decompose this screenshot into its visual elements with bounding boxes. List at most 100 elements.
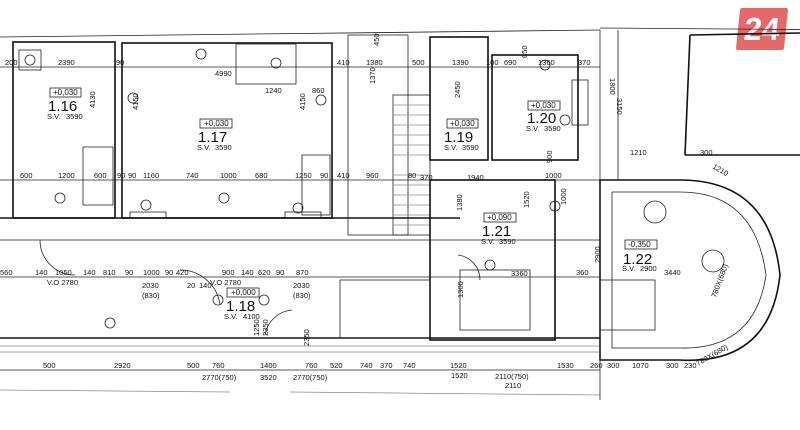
dimension-label: 90 [276,268,284,277]
dimension-label: 960 [366,171,379,180]
room-sv-label: S.V. [47,112,60,121]
dimension-label: 2770(750) [202,373,237,382]
dimension-label: 3150 [615,98,624,115]
room-1-19: +0,030 1.19 S.V. 3590 [444,118,479,152]
dimension-label: 1800 [608,78,617,95]
dimension-label: 1250 [295,171,312,180]
dimension-label: 1160 [143,171,159,180]
room-sv: 4100 [243,312,260,321]
room-sv-label: S.V. [197,143,210,152]
dimension-label: 420 [176,268,189,277]
dimension-label: 2900 [593,246,602,263]
dimension-label: 680 [255,171,268,180]
dimension-label: 4150 [298,93,307,110]
room-level: +0,090 [487,213,512,222]
dimension-label: 20 [187,281,195,290]
dimension-label: 1370 [368,67,377,84]
dimension-label: 1530 [557,361,574,370]
dimension-label: 1000 [545,171,562,180]
dimension-label: 2390 [58,58,75,67]
dimension-label: 370 [380,361,393,370]
room-number: 1.21 [482,223,511,240]
dimension-label: (830) [142,291,160,300]
dimension-label: 2350 [302,329,311,346]
dimension-label: 2110(750) [495,372,529,381]
room-sv: 3590 [544,124,561,133]
room-number: 1.20 [527,110,556,127]
room-level: +0,030 [204,119,229,128]
room-sv: 2900 [640,264,657,273]
dimension-label: 1000 [220,171,237,180]
dimension-label: 600 [94,171,107,180]
dimension-label: 90 [128,171,136,180]
room-1-22: -0,350 1.22 S.V. 2900 [622,239,658,273]
dimension-label: 1380 [455,194,464,211]
room-number: 1.16 [48,98,77,115]
dimension-label: 2770(750) [293,373,328,382]
dimension-label: 370 [578,58,591,67]
room-1-20: +0,030 1.20 S.V. 3590 [526,100,561,133]
dimension-label: 90 [116,58,124,67]
dimension-label: 1520 [522,191,531,208]
dimension-label: 2350 [261,319,270,336]
dimension-label: 1070 [632,361,649,370]
dimension-label: 1050 [55,268,72,277]
room-number: 1.22 [623,251,652,268]
dimension-label: 1940 [467,173,484,182]
room-sv: 3590 [66,112,83,121]
dimension-label: 620 [258,268,271,277]
dimension-label: 500 [187,361,200,370]
dimension-label: 780X(680) [709,262,730,298]
walls [0,27,800,400]
dimension-label: 740 [186,171,199,180]
dimension-label: 860 [312,86,325,95]
room-level: +0,000 [231,288,256,297]
dimension-label: 140 [35,268,48,277]
room-level: +0,030 [531,101,556,110]
dimension-label: 450 [372,33,381,46]
dimension-label: 300 [666,361,679,370]
room-1-18: +0,000 1.18 S.V. 4100 [224,287,260,321]
dimension-label: 2920 [114,361,131,370]
room-number: 1.18 [226,298,255,315]
dimension-label: 2450 [453,81,462,98]
room-sv-label: S.V. [481,237,494,246]
dimension-label: 4990 [215,69,232,78]
dimension-label: 1240 [265,86,282,95]
dimension-label: 1210 [630,148,647,157]
dimension-label: 1380 [366,58,383,67]
dimension-label: 410 [337,171,350,180]
dimension-label: 520 [330,361,343,370]
room-1-16: +0,030 1.16 S.V. 3590 [47,87,83,121]
room-1-21: +0,090 1.21 S.V. 3590 [481,212,517,246]
dimension-label: 810 [103,268,116,277]
dimension-label: 100 [486,58,499,67]
room-number: 1.17 [198,129,227,146]
dimension-label: 1000 [559,188,568,205]
dimension-label: 300 [607,361,620,370]
room-sv: 3590 [215,143,232,152]
dimension-label: 1390 [452,58,469,67]
dimension-label: 90 [165,268,173,277]
dimension-label: 1300 [456,281,465,298]
dimension-label: 2030 [293,281,310,290]
dimension-label: 230 [684,361,697,370]
room-sv: 3590 [499,237,516,246]
room-sv-label: S.V. [526,124,539,133]
dimension-label: 1520 [451,371,468,380]
dimension-label: V.O 2780 [47,278,78,287]
dimension-label: 90 [117,171,125,180]
dimension-label: V.O 2780 [210,278,241,287]
dimension-label: 2030 [142,281,159,290]
room-level: +0,030 [53,88,78,97]
dimension-label: 3440 [664,268,681,277]
dimension-label: 4130 [88,91,97,108]
dimension-label: 600 [20,171,33,180]
dimension-label: 1360 [538,58,555,67]
dimension-label: 760 [212,361,225,370]
dimension-label: (830) [293,291,311,300]
dimension-label: 900 [222,268,235,277]
dimension-label: 650 [520,45,529,58]
room-level: +0,030 [450,119,475,128]
